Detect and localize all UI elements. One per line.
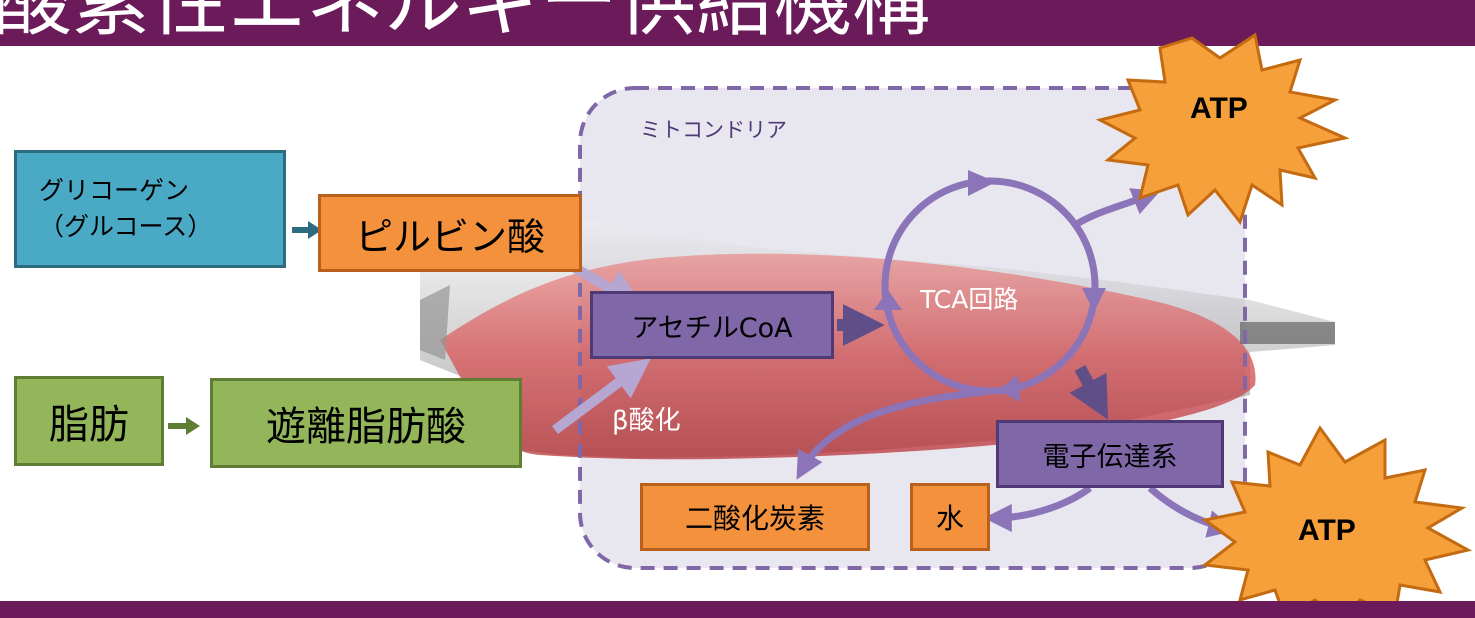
tca-arrowhead-right bbox=[1082, 288, 1106, 312]
fat-box: 脂肪 bbox=[14, 376, 164, 466]
tca-arrowhead-top bbox=[968, 170, 996, 196]
free-fatty-acid-box: 遊離脂肪酸 bbox=[210, 378, 522, 468]
arrowhead-fat-to-ffa bbox=[186, 417, 200, 435]
atp-burst-top bbox=[1095, 32, 1350, 226]
pyruvate-label: ピルビン酸 bbox=[354, 214, 545, 259]
arrow-ffa-to-acetylcoa bbox=[552, 358, 651, 435]
pyruvate-box: ピルビン酸 bbox=[318, 194, 582, 272]
acetyl-coa-label: アセチルCoA bbox=[631, 312, 793, 344]
tca-cycle-label: TCA回路 bbox=[920, 285, 1019, 314]
electron-transport-label: 電子伝達系 bbox=[1042, 441, 1178, 473]
arrow-tca-to-etc bbox=[1069, 365, 1108, 420]
water-label: 水 bbox=[935, 502, 964, 535]
glycogen-label: グリコーゲン bbox=[39, 176, 190, 205]
atp-bottom-label: ATP bbox=[1298, 514, 1356, 547]
carbon-dioxide-label: 二酸化炭素 bbox=[684, 502, 825, 535]
header-bar: 酸素性エネルギー供給機構 bbox=[0, 0, 1475, 46]
free-fatty-acid-label: 遊離脂肪酸 bbox=[266, 404, 466, 450]
electron-transport-box: 電子伝達系 bbox=[996, 420, 1224, 488]
mitochondria-outline bbox=[578, 86, 1247, 570]
water-box: 水 bbox=[910, 483, 990, 551]
atp-burst-bottom bbox=[1201, 425, 1473, 618]
arrow-etc-to-water bbox=[983, 485, 1093, 532]
tca-arrowhead-bottom bbox=[998, 375, 1020, 402]
glucose-label: （グルコース） bbox=[39, 212, 213, 241]
page-title: 酸素性エネルギー供給機構 bbox=[0, 0, 931, 46]
glycogen-box: グリコーゲン （グルコース） bbox=[14, 150, 286, 268]
tca-arrowhead-left bbox=[874, 290, 902, 310]
atp-top-label: ATP bbox=[1190, 92, 1248, 125]
mitochondria-label: ミトコンドリア bbox=[640, 118, 787, 142]
acetyl-coa-box: アセチルCoA bbox=[590, 291, 834, 359]
carbon-dioxide-box: 二酸化炭素 bbox=[640, 483, 870, 551]
beta-oxidation-label: β酸化 bbox=[612, 406, 681, 436]
footer-bar bbox=[0, 601, 1475, 618]
fat-label: 脂肪 bbox=[49, 402, 129, 448]
arrowhead-glycogen-to-pyruvate bbox=[308, 221, 322, 239]
arrow-tca-to-co2 bbox=[796, 388, 986, 480]
